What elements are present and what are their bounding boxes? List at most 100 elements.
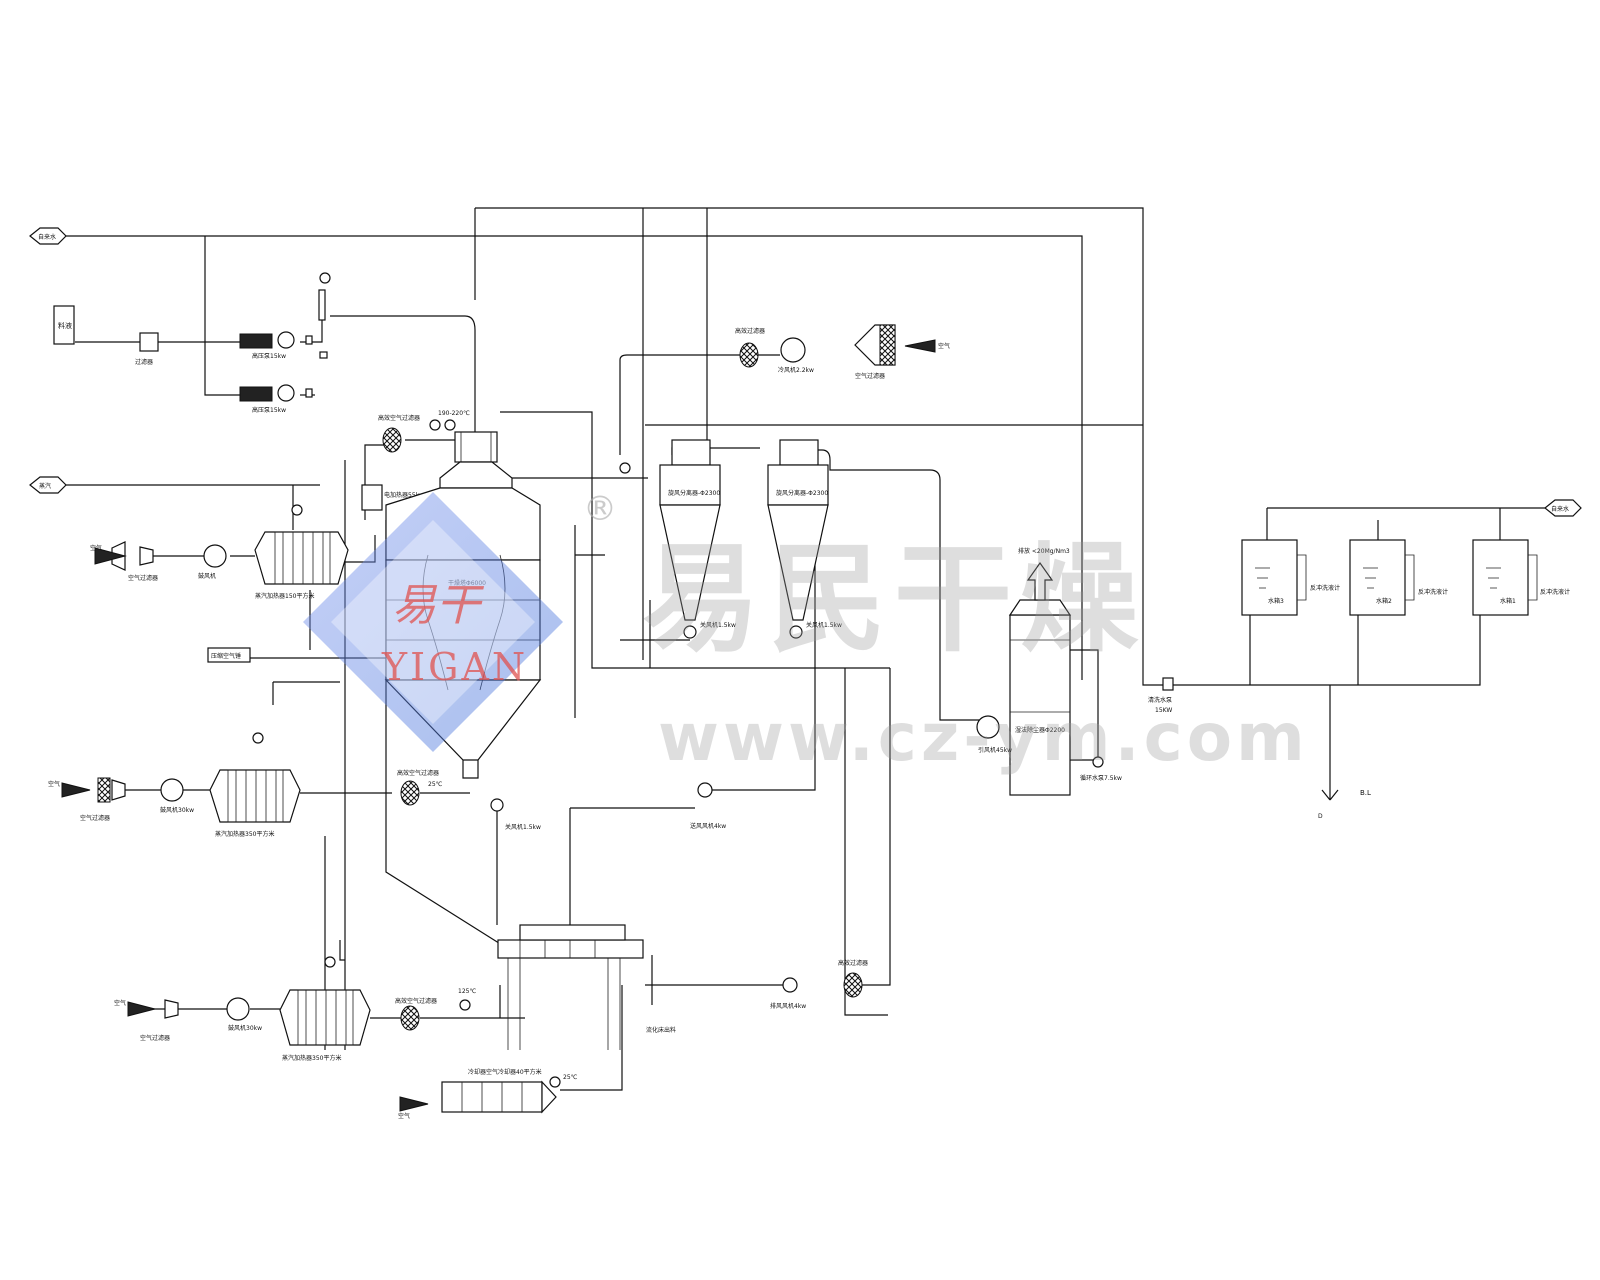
hepa-top-icon	[382, 427, 402, 453]
steam-heater-3	[279, 989, 371, 1046]
tank3-label: 水箱3	[1268, 597, 1284, 605]
feed-tank	[53, 305, 75, 345]
filter-bottom-icon	[843, 972, 863, 998]
gauge-icon	[291, 504, 303, 516]
hepa-mid-icon	[400, 780, 420, 806]
air3-label: 空气	[114, 999, 126, 1007]
pump-top-label: 高压泵15kw	[252, 352, 286, 360]
hepa-top-label: 高效空气过滤器	[378, 414, 420, 422]
filter-label: 过滤器	[135, 358, 153, 366]
hepa-bottom-icon	[400, 1005, 420, 1031]
feed-section: 料液 过滤器 高压泵15kw 高压泵15kw 自来水 蒸汽	[29, 227, 331, 494]
logo-en: YIGAN	[381, 645, 528, 689]
gauge-icon	[619, 462, 631, 474]
steam-heater-1	[254, 531, 349, 585]
star-valve3-label: 关风机1.5kw	[505, 823, 541, 831]
clean-pump-icon	[1162, 677, 1174, 691]
cooler-label: 冷却器空气冷却器40平方米	[468, 1068, 542, 1076]
fan2-label: 鼓风机30kw	[160, 806, 194, 814]
tank-2	[1349, 539, 1406, 616]
steam-heater1-label: 蒸汽加热器150平方米	[255, 592, 314, 600]
gauge-icon	[324, 956, 336, 968]
air-cooler-label: 空气	[398, 1112, 410, 1120]
fluid-bed: 流化床出料 送风风机4kw 排风风机4kw 高效过滤器	[497, 782, 868, 1050]
fan-2-icon	[160, 778, 184, 802]
hepa-bottom-label: 高效空气过滤器	[395, 997, 437, 1005]
temp-gauge-icon	[459, 999, 471, 1011]
air-hammer-box	[207, 647, 251, 663]
air-hammer-label: 压缩空气锤	[211, 652, 241, 660]
spray-temp-label: 190-220℃	[438, 410, 470, 417]
water-right-tag	[1544, 499, 1582, 517]
company-watermark: 易民干燥	[642, 530, 1146, 668]
scrubber-label: 湿法除尘器Φ2200	[1015, 726, 1065, 734]
steam-heater3-label: 蒸汽加热器350平方米	[282, 1054, 341, 1062]
logo-cn: 易干	[392, 580, 485, 631]
temp-bottom-label: 125℃	[458, 988, 476, 995]
star-valve-2-icon	[789, 625, 803, 639]
exhaust-fan-bottom-label: 排风风机4kw	[770, 1002, 806, 1010]
steam-heater-2	[209, 769, 301, 823]
star-valve2-label: 关风机1.5kw	[806, 621, 842, 629]
air-top-label: 空气	[938, 342, 950, 350]
induced-fan-label: 引风机45kw	[978, 746, 1012, 754]
bl-label: B.L	[1360, 789, 1371, 797]
tank-1	[1472, 539, 1529, 616]
star-valve-3-icon	[490, 798, 504, 812]
water-tanks: 水箱3 反冲洗液计 水箱2 反冲洗液计 水箱1 反冲洗液计 自来水 清洗水泵 1…	[1148, 499, 1582, 820]
gauge-icon	[319, 272, 331, 284]
blower-top-icon	[780, 337, 806, 363]
cyclone1-label: 旋风分离器-Φ2300	[668, 489, 720, 497]
high-pressure-pump-top	[239, 331, 313, 349]
exhaust-label: 排放 <20Mg/Nm3	[1018, 547, 1070, 555]
filter-bottom-label: 高效过滤器	[838, 959, 868, 967]
steam-heater2-label: 蒸汽加热器350平方米	[215, 830, 274, 838]
cooler	[441, 1081, 543, 1113]
feed-tank-label: 料液	[58, 321, 72, 330]
air-filter-1-icon	[139, 546, 154, 566]
air-filter-top-icon	[879, 324, 896, 366]
filter-icon	[139, 332, 159, 352]
hot-air-train-2: 空气 空气过滤器 鼓风机30kw 蒸汽加热器350平方米 高效空气过滤器 25℃	[48, 732, 443, 838]
temp-gauge-icon	[549, 1076, 561, 1088]
level1-label: 反冲洗液计	[1310, 584, 1340, 592]
temp-cooler-label: 25℃	[563, 1074, 578, 1081]
fan-3-icon	[226, 997, 250, 1021]
scrubber: 排放 <20Mg/Nm3 湿法除尘器Φ2200 引风机45kw 循环水泵7.5k…	[976, 547, 1122, 796]
air2-label: 空气	[48, 780, 60, 788]
pump-bottom-label: 高压泵15kw	[252, 406, 286, 414]
drain-label: D	[1318, 813, 1323, 820]
star-valve1-label: 关风机1.5kw	[700, 621, 736, 629]
circ-pump-icon	[1092, 756, 1104, 768]
pressure-gauge-icon	[444, 419, 456, 431]
water-right-label: 自来水	[1551, 505, 1569, 513]
exhaust-arrow	[1026, 561, 1054, 601]
water-left-label: 自来水	[38, 233, 56, 241]
hot-air-train-3: 空气 空气过滤器 鼓风机30kw 蒸汽加热器350平方米 高效空气过滤器 125…	[114, 956, 578, 1120]
air-filter-top-label: 空气过滤器	[855, 372, 885, 380]
air-filter-2-icon	[97, 777, 111, 803]
valve-icon	[319, 351, 328, 359]
fluid-fan-label: 送风风机4kw	[690, 822, 726, 830]
top-blower: 高效过滤器 冷风机2.2kw 空气过滤器 空气	[735, 324, 950, 380]
temp-gauge-icon	[429, 419, 441, 431]
circ-pump-label: 循环水泵7.5kw	[1080, 774, 1122, 782]
temp-mid-label: 25℃	[428, 781, 443, 788]
star-valve-1-icon	[683, 625, 697, 639]
blower-filter-icon	[739, 342, 759, 368]
clean-pump-label: 清洗水泵	[1148, 696, 1172, 704]
air-filter-3-icon	[164, 999, 179, 1019]
air-filter2-label: 空气过滤器	[80, 814, 110, 822]
steam-left-tag	[29, 476, 67, 494]
air1-label: 空气	[90, 544, 102, 552]
elec-heater-label: 电加热器55kw	[384, 491, 424, 499]
fluid-fan-icon	[697, 782, 713, 798]
level3-label: 反冲洗液计	[1540, 588, 1570, 596]
fan1-label: 鼓风机	[198, 572, 216, 580]
url-watermark: www.cz-ym.com	[658, 699, 1309, 776]
clean-pump-kw: 15KW	[1155, 707, 1172, 714]
gauge-icon	[252, 732, 264, 744]
cyclone2-label: 旋风分离器-Φ2300	[776, 489, 828, 497]
induced-fan-icon	[976, 715, 1000, 739]
